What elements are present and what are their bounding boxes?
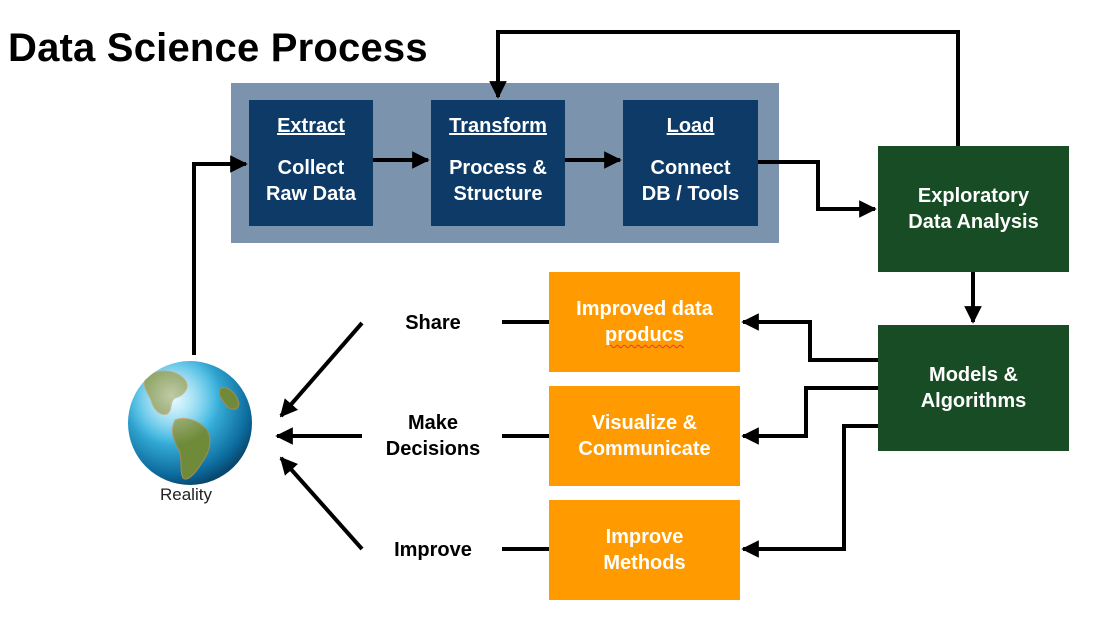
models-to-methods-arrow xyxy=(741,424,878,558)
load-heading: Load xyxy=(666,115,715,137)
models-line1: Models & xyxy=(929,364,1018,386)
action-share-label: Share xyxy=(405,312,461,334)
models-to-products-arrow xyxy=(741,313,878,362)
extract-box: Extract Collect Raw Data xyxy=(249,100,373,226)
reality-label: Reality xyxy=(160,485,212,504)
transform-box: Transform Process & Structure xyxy=(431,100,565,226)
reality-to-extract-arrow xyxy=(192,155,248,355)
action-share: Share xyxy=(383,310,483,336)
models-line2: Algorithms xyxy=(920,390,1027,412)
output-1-line1: Improved data xyxy=(576,298,713,320)
globe-icon xyxy=(128,361,252,485)
action-make-label-2: Decisions xyxy=(385,438,481,460)
transform-heading: Transform xyxy=(449,115,547,137)
eda-to-transform-feedback-arrow xyxy=(489,30,960,146)
output-1-line2: producs xyxy=(605,324,684,346)
action-improve: Improve xyxy=(373,537,493,563)
output-2-line2: Communicate xyxy=(578,438,711,460)
load-to-eda-arrow xyxy=(758,160,877,218)
output-2-line1: Visualize & xyxy=(591,412,698,434)
action-make-decisions: Make Decisions xyxy=(368,410,498,462)
extract-heading: Extract xyxy=(277,115,345,137)
models-to-visualize-arrow xyxy=(741,386,878,445)
load-line1: Connect xyxy=(650,157,731,179)
transform-line1: Process & xyxy=(449,157,547,179)
extract-line1: Collect xyxy=(277,157,345,179)
output-3-line2: Methods xyxy=(603,552,686,574)
output-3-line1: Improve xyxy=(605,526,684,548)
visualize-communicate-box: Visualize & Communicate xyxy=(549,386,740,486)
load-line2: DB / Tools xyxy=(641,183,740,205)
eda-line2: Data Analysis xyxy=(908,211,1039,233)
eda-line1: Exploratory xyxy=(917,185,1030,207)
eda-box: Exploratory Data Analysis xyxy=(878,146,1069,272)
improve-to-reality-arrow xyxy=(279,456,364,551)
transform-line2: Structure xyxy=(453,183,543,205)
action-improve-label: Improve xyxy=(394,539,472,561)
extract-line2: Raw Data xyxy=(265,183,357,205)
page-title: Data Science Process xyxy=(8,26,428,70)
improved-data-products-box: Improved data producs xyxy=(549,272,740,372)
action-make-label-1: Make xyxy=(407,412,459,434)
share-to-reality-arrow xyxy=(279,321,364,418)
improve-methods-box: Improve Methods xyxy=(549,500,740,600)
load-box: Load Connect DB / Tools xyxy=(623,100,758,226)
models-box: Models & Algorithms xyxy=(878,325,1069,451)
